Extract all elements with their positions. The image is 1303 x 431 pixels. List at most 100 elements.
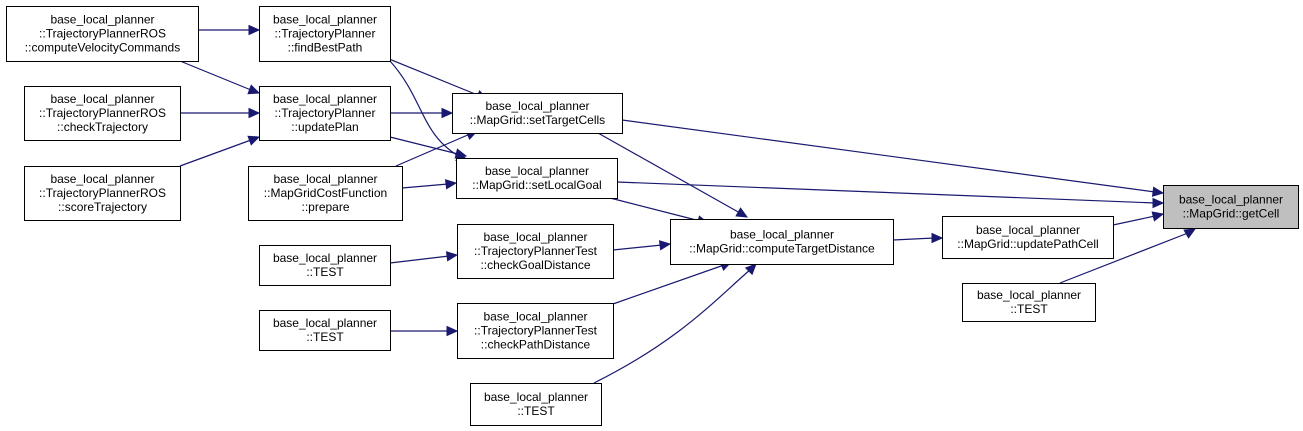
node-box xyxy=(470,383,602,426)
node-tpt-path[interactable]: base_local_planner::TrajectoryPlannerTes… xyxy=(457,303,614,359)
edge-mg_setlocal-to-tp_update xyxy=(389,136,468,159)
node-label-line: base_local_planner xyxy=(483,310,587,324)
node-label-line: ::TrajectoryPlannerROS xyxy=(39,27,166,41)
edge-line xyxy=(612,264,725,305)
node-label-line: base_local_planner xyxy=(273,251,377,265)
node-label-line: ::MapGridCostFunction xyxy=(264,186,387,200)
node-mg-settarget[interactable]: base_local_planner::MapGrid::setTargetCe… xyxy=(452,93,623,134)
node-test-a[interactable]: base_local_planner::TEST xyxy=(259,245,391,286)
node-label-line: ::MapGrid::getCell xyxy=(1183,207,1280,221)
node-label-line: ::TrajectoryPlannerROS xyxy=(39,186,166,200)
node-box xyxy=(6,6,199,62)
node-label-line: ::TrajectoryPlannerTest xyxy=(474,324,598,338)
edge-mg_compute-to-mg_settarget xyxy=(597,132,749,218)
edge-line xyxy=(389,60,463,159)
node-label-line: ::TrajectoryPlanner xyxy=(275,27,376,41)
node-box xyxy=(670,219,894,265)
node-label-line: ::TEST xyxy=(1010,302,1048,316)
node-label-line: ::computeVelocityCommands xyxy=(25,41,180,55)
node-label-line: ::updatePlan xyxy=(291,120,358,134)
edge-line xyxy=(593,268,752,384)
node-label-line: base_local_planner xyxy=(273,172,377,186)
node-label-line: base_local_planner xyxy=(50,92,154,106)
node-box xyxy=(456,158,618,199)
edge-tpt_path-to-test_b xyxy=(390,325,459,337)
edge-line xyxy=(389,255,450,264)
edge-tp_update-to-ros_compute xyxy=(179,60,261,95)
node-ros-check[interactable]: base_local_planner::TrajectoryPlannerROS… xyxy=(24,86,181,141)
node-label-line: base_local_planner xyxy=(730,228,834,242)
node-box xyxy=(24,86,181,141)
edges-layer xyxy=(179,24,1197,384)
node-label-line: ::MapGrid::setLocalGoal xyxy=(472,178,601,192)
edge-line xyxy=(179,60,252,91)
node-box xyxy=(452,93,623,134)
node-box xyxy=(24,166,181,221)
node-label-line: base_local_planner xyxy=(976,223,1080,237)
arrowhead xyxy=(1183,228,1197,239)
arrowhead xyxy=(1151,186,1165,197)
node-ros-score[interactable]: base_local_planner::TrajectoryPlannerROS… xyxy=(24,166,181,221)
node-box xyxy=(259,245,391,286)
edge-mg_getcell-to-test_d xyxy=(1059,228,1197,284)
arrowhead xyxy=(735,207,749,218)
edge-mg_compute-to-tpt_path xyxy=(612,261,733,305)
node-mg-setlocal[interactable]: base_local_planner::MapGrid::setLocalGoa… xyxy=(456,158,618,199)
node-label-line: base_local_planner xyxy=(483,230,587,244)
node-box xyxy=(248,166,403,221)
node-tpt-goal[interactable]: base_local_planner::TrajectoryPlannerTes… xyxy=(457,224,614,279)
edge-line xyxy=(612,244,663,251)
node-label-line: base_local_planner xyxy=(50,172,154,186)
edge-line xyxy=(597,132,741,214)
node-label-line: ::checkTrajectory xyxy=(57,120,148,134)
node-test-c[interactable]: base_local_planner::TEST xyxy=(470,383,602,426)
edge-mg_updatepath-to-mg_compute xyxy=(892,232,944,244)
node-mg-getcell[interactable]: base_local_planner::MapGrid::getCell xyxy=(1163,185,1299,229)
node-mg-compute[interactable]: base_local_planner::MapGrid::computeTarg… xyxy=(670,219,894,265)
node-label-line: ::MapGrid::computeTargetDistance xyxy=(689,242,875,256)
arrowhead xyxy=(446,325,459,337)
edge-mg_getcell-to-mg_settarget xyxy=(621,119,1165,197)
edge-tp_update-to-ros_check xyxy=(180,107,261,119)
edge-mg_compute-to-test_c xyxy=(593,263,757,384)
node-box xyxy=(259,310,391,351)
node-label-line: base_local_planner xyxy=(273,316,377,330)
node-label-line: ::prepare xyxy=(301,200,349,214)
arrowhead xyxy=(744,263,757,276)
node-label-line: ::MapGrid::updatePathCell xyxy=(957,237,1098,251)
edge-mg_settarget-to-tp_update xyxy=(390,107,454,119)
node-box xyxy=(962,283,1096,322)
node-test-b[interactable]: base_local_planner::TEST xyxy=(259,310,391,351)
arrowhead xyxy=(454,148,468,159)
node-label-line: base_local_planner xyxy=(485,164,589,178)
node-label-line: ::TrajectoryPlanner xyxy=(275,106,376,120)
arrowhead xyxy=(931,232,944,244)
edge-line xyxy=(609,197,701,222)
edge-tpt_goal-to-test_a xyxy=(389,251,459,264)
node-tp-update[interactable]: base_local_planner::TrajectoryPlanner::u… xyxy=(259,86,391,141)
node-label-line: base_local_planner xyxy=(273,92,377,106)
edge-mg_compute-to-tpt_goal xyxy=(612,240,672,251)
arrowhead xyxy=(444,179,458,190)
edge-line xyxy=(179,139,252,167)
arrowhead xyxy=(248,107,261,119)
arrowhead xyxy=(248,24,261,36)
edge-line xyxy=(395,133,471,167)
node-box xyxy=(457,303,614,359)
node-box xyxy=(457,224,614,279)
edge-tp_update-to-ros_score xyxy=(179,135,261,167)
node-mgcf-prepare[interactable]: base_local_planner::MapGridCostFunction:… xyxy=(248,166,403,221)
arrowhead xyxy=(247,84,261,95)
arrowhead xyxy=(658,240,672,251)
node-label-line: base_local_planner xyxy=(977,288,1081,302)
node-tp-findbest[interactable]: base_local_planner::TrajectoryPlanner::f… xyxy=(259,6,391,62)
node-mg-updatepath[interactable]: base_local_planner::MapGrid::updatePathC… xyxy=(942,216,1114,259)
edge-mg_getcell-to-mg_setlocal xyxy=(616,181,1165,209)
node-label-line: ::TEST xyxy=(306,265,344,279)
node-label-line: base_local_planner xyxy=(273,13,377,27)
edge-line xyxy=(621,119,1156,193)
node-label-line: base_local_planner xyxy=(484,390,588,404)
node-ros-compute[interactable]: base_local_planner::TrajectoryPlannerROS… xyxy=(6,6,199,62)
node-test-d[interactable]: base_local_planner::TEST xyxy=(962,283,1096,322)
